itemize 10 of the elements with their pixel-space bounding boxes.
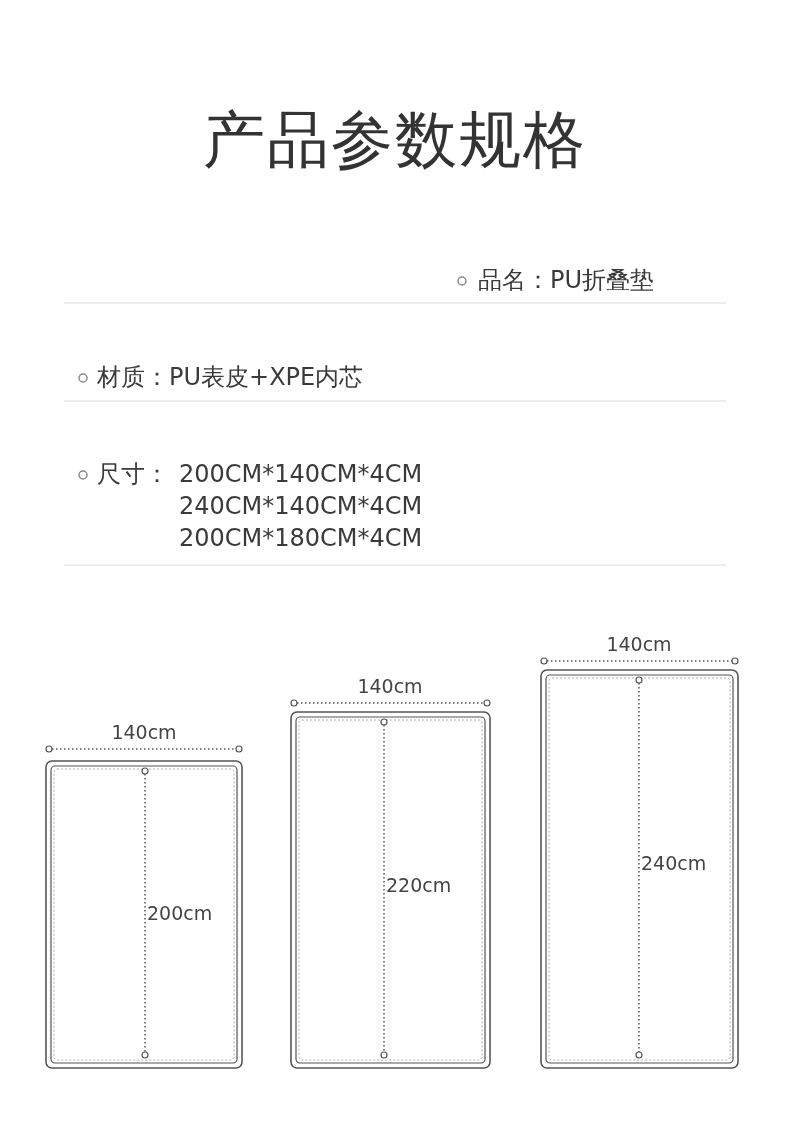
spec-text: 材质：PU表皮+XPE内芯 bbox=[97, 364, 364, 392]
spec-text: 品名：PU折叠垫 bbox=[478, 267, 655, 295]
title: 产品参数规格 bbox=[203, 104, 587, 176]
dimension-label: 140cm bbox=[111, 722, 177, 744]
spec-text: 尺寸： bbox=[97, 461, 169, 489]
dimension-label: 140cm bbox=[606, 634, 672, 656]
size-value: 240CM*140CM*4CM bbox=[179, 493, 423, 521]
size-value: 200CM*140CM*4CM bbox=[179, 461, 423, 489]
size-value: 200CM*180CM*4CM bbox=[179, 525, 423, 553]
dimension-label: 140cm bbox=[357, 676, 423, 698]
